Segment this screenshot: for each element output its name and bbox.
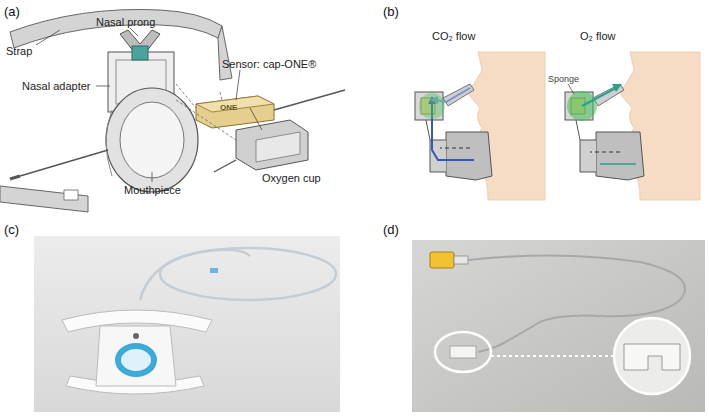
leader-line — [250, 108, 262, 130]
nasal-prong-connector — [132, 46, 148, 60]
inset-sensor — [624, 344, 680, 370]
blue-mouth-ring — [118, 346, 154, 374]
tube-end — [10, 176, 20, 179]
panel-letter: (a) — [4, 4, 20, 19]
leader-line — [152, 172, 153, 182]
device-exploded-view — [0, 9, 345, 212]
oxygen-cup-window — [256, 132, 300, 162]
dotted-zoom-line — [491, 355, 614, 357]
mouthpiece-inner — [120, 102, 184, 178]
assembly-guide — [176, 84, 196, 108]
mouthpiece-rim — [106, 110, 112, 176]
leader-line — [130, 28, 138, 36]
highlight-circle — [435, 332, 491, 372]
assembly-guide — [220, 92, 222, 100]
connector-body — [454, 256, 468, 264]
oxygen-cup-shape — [236, 120, 308, 170]
panel-letter: (c) — [4, 222, 19, 237]
sensor-shape — [196, 96, 274, 128]
strap-band-lower — [0, 186, 88, 212]
strap-band — [10, 9, 222, 48]
flow-title: O₂ flow — [580, 30, 615, 43]
mouthpiece-shape — [106, 88, 198, 192]
part-label: Nasal adapter — [22, 80, 91, 93]
part-label: Oxygen cup — [262, 172, 321, 185]
inset-circle — [614, 318, 690, 394]
o2-flow-arrow — [582, 88, 616, 106]
sensor-photo — [412, 240, 705, 412]
leader-line — [96, 86, 110, 87]
connector-section — [426, 120, 430, 140]
flow-dash — [590, 152, 620, 153]
leader-line — [568, 84, 574, 94]
part-label: Mouthpiece — [124, 184, 181, 197]
mouthpiece-section — [446, 132, 492, 180]
tube-line — [20, 150, 108, 176]
part-label: Sensor: cap-ONE® — [222, 58, 316, 71]
oxygen-tube — [214, 160, 236, 172]
connector-section — [576, 120, 580, 140]
small-sensor — [450, 346, 476, 358]
leader-line — [236, 70, 240, 100]
part-label: Strap — [6, 45, 32, 58]
arrow-head — [612, 84, 622, 92]
mask-frame — [96, 326, 176, 386]
flow-cross-sections — [415, 52, 700, 200]
yellow-connector — [430, 252, 454, 268]
mask-photo — [34, 236, 340, 412]
mouthpiece-section — [596, 132, 644, 180]
leader-line — [36, 30, 60, 45]
photo-background — [34, 236, 340, 412]
sensor-cable — [274, 90, 345, 110]
o2-flow-arrow — [600, 163, 636, 165]
cup-section — [580, 140, 596, 172]
sensor-top — [196, 96, 274, 112]
oxygen-tube — [140, 250, 250, 300]
sponge-area — [419, 93, 445, 119]
strap-band-side — [218, 26, 232, 80]
sensor-print: ONE — [220, 103, 237, 112]
flow-dash — [440, 148, 470, 149]
panel-letter: (d) — [383, 222, 399, 237]
tube-marker — [210, 268, 218, 273]
mask-hole — [133, 333, 139, 339]
part-label: Sponge — [548, 74, 579, 84]
strap-buckle — [64, 190, 78, 200]
nasal-prong-section — [593, 84, 624, 106]
photo-background — [412, 240, 705, 412]
part-label: Nasal prong — [96, 16, 155, 29]
flow-title: CO₂ flow — [432, 30, 475, 43]
panel-letter: (b) — [383, 4, 399, 19]
